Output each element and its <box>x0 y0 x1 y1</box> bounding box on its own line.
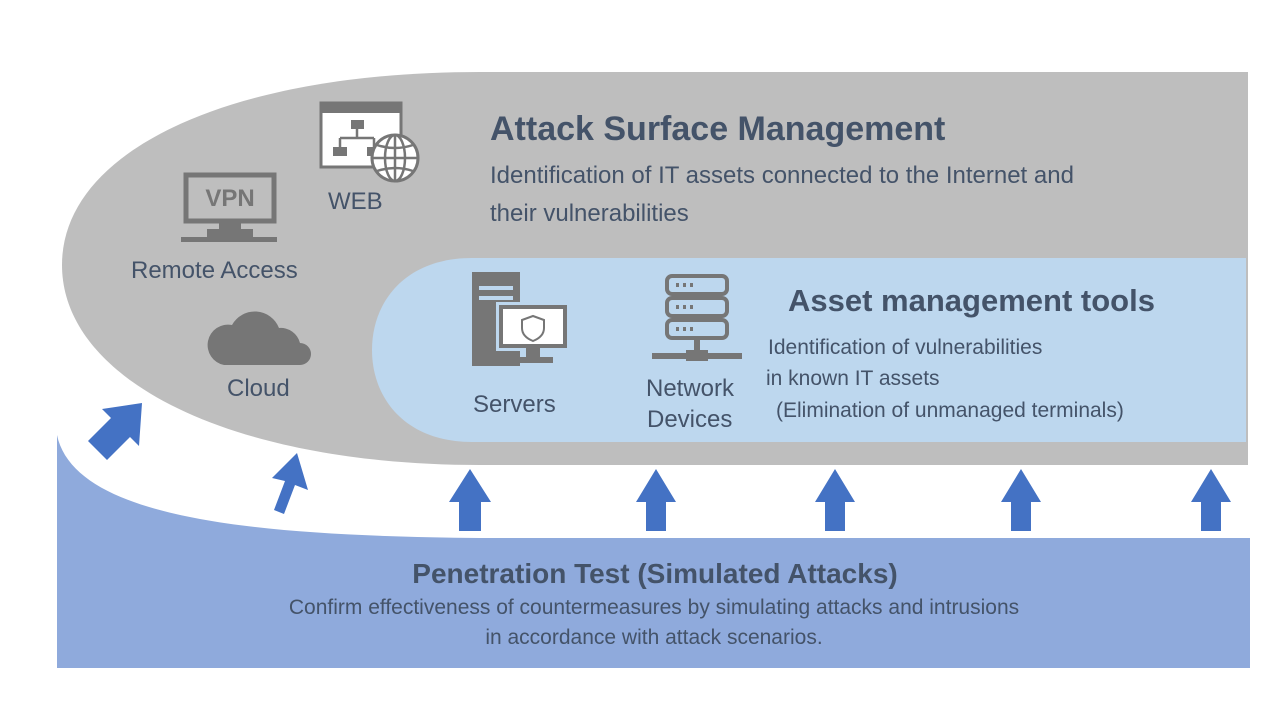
up-arrow-icon <box>636 469 676 531</box>
up-arrow-icon <box>1191 469 1231 531</box>
up-arrow-icon <box>1001 469 1041 531</box>
asset-tools-description-line3: (Elimination of unmanaged terminals) <box>776 399 1124 422</box>
vpn-badge-text: VPN <box>205 185 254 212</box>
servers-label: Servers <box>473 391 556 418</box>
attack-surface-description-line2: their vulnerabilities <box>490 200 689 227</box>
attack-surface-title: Attack Surface Management <box>490 110 946 148</box>
up-arrow-icon <box>272 453 308 514</box>
penetration-test-band <box>57 435 1250 668</box>
asset-tools-title: Asset management tools <box>788 283 1155 318</box>
cloud-icon <box>207 311 311 365</box>
penetration-test-description-line1: Confirm effectiveness of countermeasures… <box>288 596 1020 619</box>
network-rack-icon <box>652 274 742 361</box>
attack-arrows <box>88 403 1231 531</box>
remote-access-label: Remote Access <box>131 257 298 284</box>
network-devices-label-line1: Network <box>646 375 735 402</box>
up-arrow-icon <box>88 403 142 460</box>
web-globe-icon <box>319 101 420 183</box>
asset-tools-description-line1: Identification of vulnerabilities <box>768 336 1043 359</box>
cloud-label: Cloud <box>227 375 290 402</box>
asset-tools-description-line2: in known IT assets <box>766 367 940 390</box>
web-label: WEB <box>328 188 383 215</box>
up-arrow-icon <box>815 469 855 531</box>
penetration-test-description-line2: in accordance with attack scenarios. <box>485 626 823 649</box>
attack-surface-description-line1: Identification of IT assets connected to… <box>490 162 1074 189</box>
asset-tools-region <box>372 258 1246 442</box>
network-devices-label-line2: Devices <box>647 406 733 433</box>
vpn-terminal-icon: VPN <box>181 172 277 242</box>
server-monitor-icon <box>472 272 570 366</box>
up-arrow-icon <box>449 469 491 531</box>
penetration-test-title: Penetration Test (Simulated Attacks) <box>412 558 898 589</box>
